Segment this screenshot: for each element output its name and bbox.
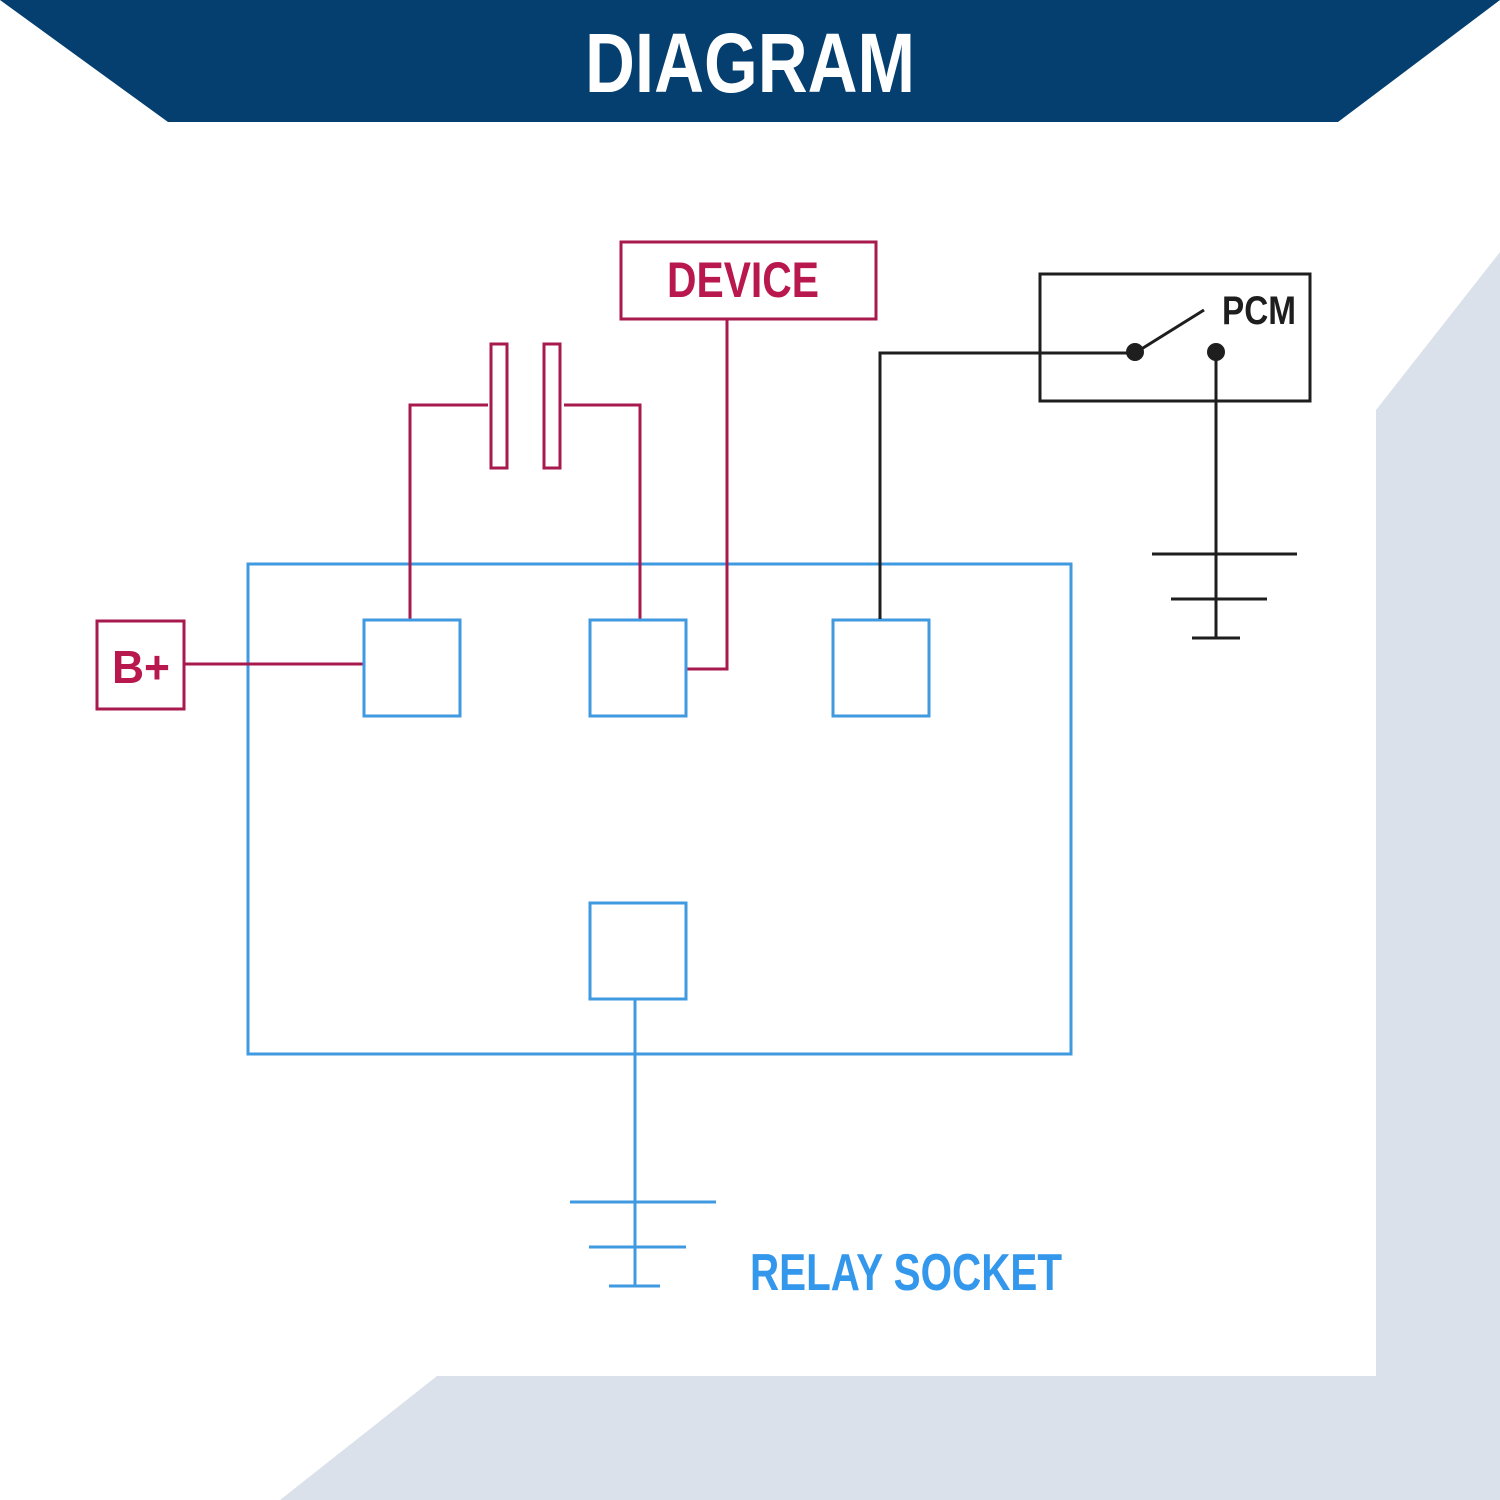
socket-terminals: [362, 618, 931, 1001]
terminal-3: [831, 618, 931, 718]
wire-cap-left: [408, 403, 488, 619]
wire-device: [686, 320, 729, 671]
capacitor-circuit: [408, 342, 642, 619]
relay-socket-outline: [246, 562, 1073, 1056]
decor-bottom-panel: [280, 1376, 1500, 1500]
socket-ground: [570, 999, 716, 1288]
wire-cap-right: [564, 403, 642, 619]
terminal-4: [588, 901, 688, 1001]
capacitor-plate-left: [489, 342, 509, 470]
decor-right-panel: [1376, 252, 1500, 1500]
battery-label: B+: [112, 641, 170, 693]
pcm-box: [1038, 272, 1312, 403]
pcm-switch-contact-left: [1126, 343, 1144, 361]
terminal-1: [362, 618, 462, 718]
pcm-switch-arm: [1134, 308, 1205, 355]
capacitor-plate-right: [542, 342, 562, 470]
pcm-ground: [1152, 352, 1297, 640]
device-label: DEVICE: [667, 252, 819, 308]
terminal-2: [588, 618, 688, 718]
wire-pcm: [878, 351, 1135, 619]
header-banner: [0, 0, 1500, 122]
pcm-label: PCM: [1222, 289, 1296, 333]
relay-socket-label: RELAY SOCKET: [750, 1244, 1062, 1302]
battery-box: [95, 619, 186, 711]
header-title: DIAGRAM: [585, 16, 915, 110]
device-box: [619, 240, 878, 321]
